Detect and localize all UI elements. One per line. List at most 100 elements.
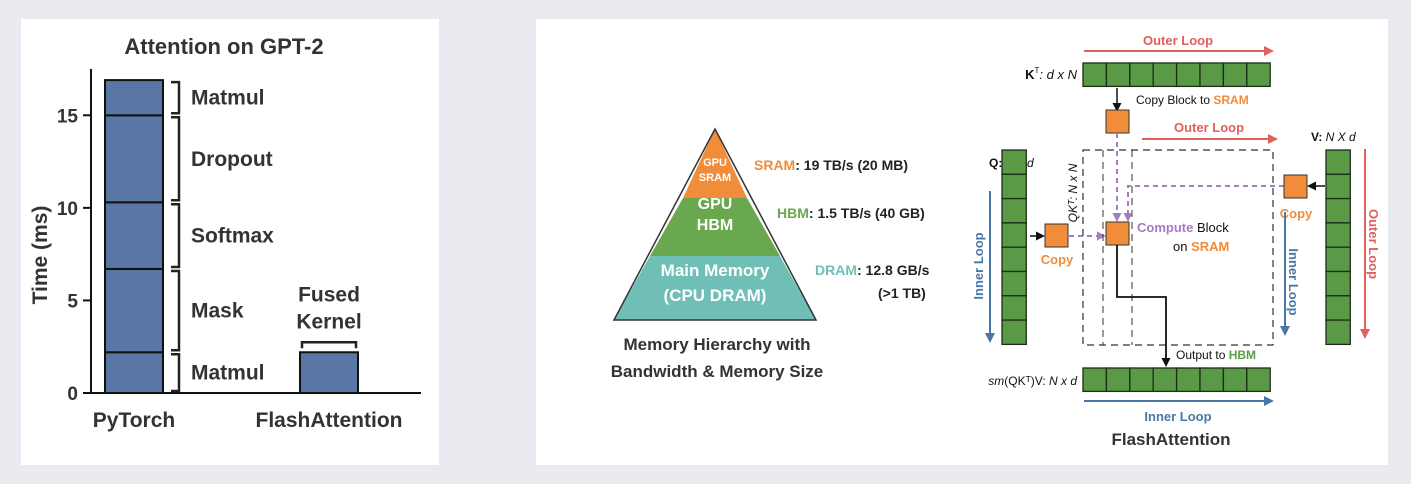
v-block: [1325, 246, 1351, 273]
fused-kernel-label: Fused: [298, 283, 360, 306]
v-block: [1325, 295, 1351, 321]
bar-segment-mask: [104, 267, 164, 354]
compute-word: Compute: [1137, 220, 1193, 235]
q-copy-label: Copy: [1041, 252, 1074, 267]
hbm-tier-label-line1: GPU: [698, 196, 733, 213]
hbm-spec: HBM: 1.5 TB/s (40 GB): [777, 205, 925, 221]
memory-pyramid: GPU SRAM GPU HBM Main Memory (CPU DRAM) …: [611, 127, 930, 381]
kt-block: [1105, 62, 1131, 88]
memory-caption-line2: Bandwidth & Memory Size: [611, 362, 824, 381]
v-block: [1325, 149, 1351, 175]
v-label: V: N X d: [1311, 130, 1356, 144]
bar-segment-matmul: [104, 351, 164, 395]
output-block: [1222, 367, 1248, 393]
chart-title: Attention on GPT-2: [124, 34, 323, 59]
segment-label: Matmul: [191, 87, 265, 110]
kt-label-k: K: [1025, 67, 1035, 82]
v-block: [1325, 319, 1351, 346]
q-block: [1001, 246, 1027, 273]
kt-block: [1129, 62, 1154, 88]
v-label-dims: N X d: [1326, 130, 1356, 144]
kt-block: [1222, 62, 1248, 88]
bar-segment-matmul: [104, 79, 164, 117]
output-block: [1246, 367, 1271, 393]
sram-tier-label-line1: GPU: [703, 157, 727, 169]
kt-block: [1175, 62, 1201, 88]
mid-outer-loop-label: Outer Loop: [1174, 120, 1244, 135]
segment-bracket: [171, 116, 181, 202]
segment-bracket: [171, 203, 181, 269]
segment-bracket: [171, 80, 181, 115]
dram-tier-label-line1: Main Memory: [661, 261, 770, 280]
bar-segment-dropout: [104, 114, 164, 204]
output-block-row: [1082, 367, 1271, 393]
segment-label: Dropout: [191, 148, 273, 171]
v-outer-loop-label: Outer Loop: [1366, 209, 1381, 279]
flash-attention-diagram: GPU SRAM GPU HBM Main Memory (CPU DRAM) …: [611, 33, 1381, 449]
q-block-column: [1001, 149, 1027, 346]
compute-block-text: Compute Block: [1137, 220, 1229, 235]
q-block: [1001, 197, 1027, 224]
y-tick-label: 0: [67, 384, 78, 405]
kt-block: [1152, 62, 1178, 88]
output-label-mid: (QKᵀ)V:: [1004, 374, 1049, 388]
kt-block: [1199, 62, 1225, 88]
v-sram-block: [1283, 174, 1308, 199]
output-label-dims: N x d: [1049, 374, 1077, 388]
y-tick-label: 15: [57, 106, 79, 127]
x-tick-label: FlashAttention: [256, 409, 403, 432]
flash-attention-caption: FlashAttention: [1112, 430, 1231, 449]
chart-y-axis-label: Time (ms): [29, 206, 52, 305]
q-block: [1001, 173, 1027, 200]
dram-spec: DRAM: 12.8 GB/s: [815, 262, 930, 278]
fused-kernel-label: Kernel: [296, 310, 361, 333]
q-block: [1001, 222, 1027, 248]
dram-tier-label-line2: (CPU DRAM): [664, 286, 767, 305]
hbm-spec-value: : 1.5 TB/s (40 GB): [809, 205, 925, 221]
q-block: [1001, 319, 1027, 346]
sram-tier-label-line2: SRAM: [699, 172, 731, 184]
q-inner-loop-label: Inner Loop: [971, 232, 986, 299]
k-sram-block: [1105, 109, 1130, 134]
segment-label: Matmul: [191, 362, 265, 385]
kt-block-row: [1082, 62, 1271, 88]
compute-on-sram-text: on SRAM: [1173, 239, 1229, 254]
output-label: sm(QKᵀ)V: N x d: [988, 374, 1077, 388]
fused-kernel-bracket: [300, 341, 358, 349]
bar-segment-softmax: [104, 201, 164, 270]
pyramid-outline: [612, 127, 818, 321]
flash-attention-diagram-panel: GPU SRAM GPU HBM Main Memory (CPU DRAM) …: [536, 19, 1388, 465]
v-label-prefix: V:: [1311, 130, 1326, 144]
memory-caption-line1: Memory Hierarchy with: [623, 335, 810, 354]
bar-segment-fused-kernel: [299, 351, 359, 395]
v-block: [1325, 197, 1351, 224]
pyramid-hbm-tier: [650, 198, 780, 256]
copy-block-sram-word: SRAM: [1213, 93, 1248, 107]
compute-sram-word: SRAM: [1191, 239, 1229, 254]
segment-label: Mask: [191, 300, 244, 323]
v-block: [1325, 222, 1351, 248]
output-block: [1129, 367, 1154, 393]
kt-label: KT: d x N: [1025, 66, 1077, 82]
y-tick-label: 10: [57, 199, 78, 220]
sram-spec-value: : 19 TB/s (20 MB): [795, 157, 908, 173]
segment-bracket: [171, 353, 181, 393]
pyramid-sram-tier: [683, 129, 747, 198]
q-block: [1001, 270, 1027, 297]
dram-spec-value: : 12.8 GB/s: [857, 262, 930, 278]
v-block-column: [1325, 149, 1351, 346]
output-block: [1105, 367, 1131, 393]
qkt-label: QKᵀ: N x N: [1066, 163, 1080, 222]
hbm-tier-label-line2: HBM: [697, 217, 733, 234]
v-block: [1325, 173, 1351, 200]
kt-block: [1082, 62, 1108, 88]
output-block: [1199, 367, 1225, 393]
output-to-hbm-arrow: [1116, 245, 1171, 367]
copy-block-prefix: Copy Block to: [1136, 93, 1213, 107]
dram-tier-word: DRAM: [815, 262, 857, 278]
sram-tier-word: SRAM: [754, 157, 795, 173]
v-inner-loop-label: Inner Loop: [1286, 248, 1301, 315]
qkt-dashed-region: [1082, 149, 1274, 346]
